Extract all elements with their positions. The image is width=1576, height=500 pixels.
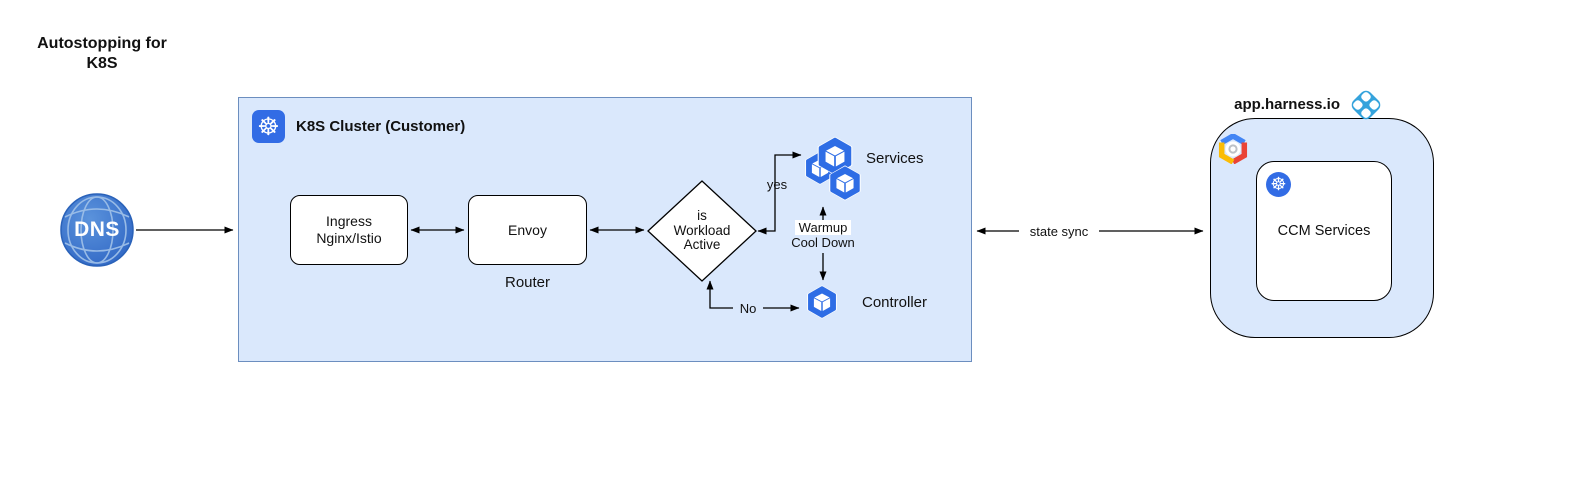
decision-label: is Workload Active — [673, 208, 731, 252]
edge-label-no: No — [733, 301, 763, 316]
edge-label-state-sync: state sync — [1019, 224, 1099, 239]
services-label: Services — [866, 150, 924, 167]
edge-label-warmup-cooldown: Warmup Cool Down — [788, 220, 858, 250]
dns-label: DNS — [74, 218, 120, 241]
ingress-node: Ingress Nginx/Istio — [290, 195, 408, 265]
page-title: Autostopping for K8S — [37, 35, 167, 72]
warmup-label-line2: Cool Down — [791, 235, 855, 250]
cluster-title: K8S Cluster (Customer) — [296, 118, 466, 135]
router-label: Router — [504, 274, 551, 291]
edge-decision-controller-no — [706, 280, 800, 312]
google-cloud-icon — [1218, 132, 1248, 165]
kubernetes-icon: ☸ — [252, 110, 285, 143]
decision-diamond — [647, 180, 757, 282]
warmup-label-line1: Warmup — [794, 220, 852, 235]
harness-title: app.harness.io — [1234, 96, 1340, 113]
services-pods-icon — [803, 135, 863, 202]
controller-pod-icon — [805, 284, 839, 320]
edge-decision-services-yes — [757, 151, 802, 235]
ccm-services-label: CCM Services — [1277, 223, 1371, 239]
dns-node: DNS — [60, 193, 134, 267]
edge-label-yes: yes — [766, 177, 788, 192]
envoy-node: Envoy — [468, 195, 587, 265]
harness-logo-icon — [1348, 87, 1384, 123]
controller-label: Controller — [862, 294, 928, 311]
globe-icon — [60, 193, 134, 267]
kubernetes-icon-ccm: ☸ — [1266, 172, 1291, 197]
